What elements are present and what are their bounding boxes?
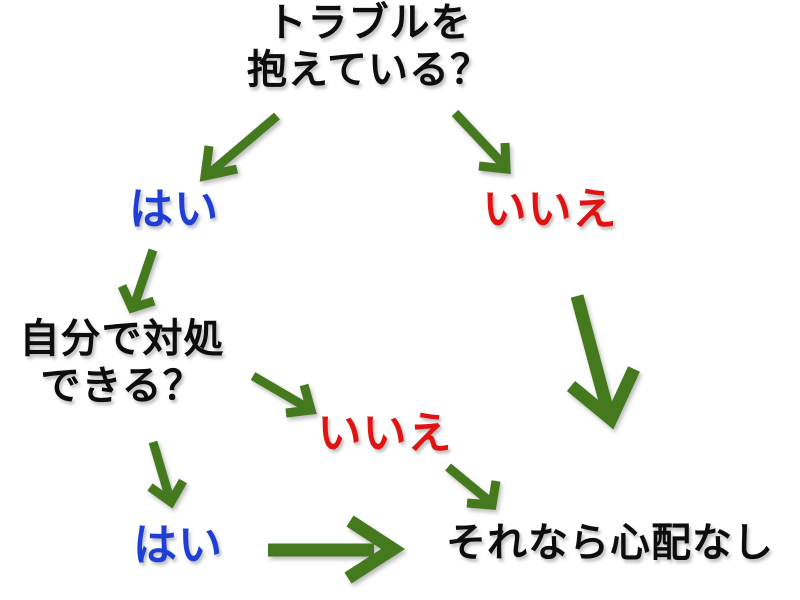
node-root-question: トラブルを 抱えている？ [247, 1, 491, 93]
arrow-no1-to-result [566, 294, 640, 430]
arrow-yes2-to-result [268, 515, 405, 584]
arrow-selfquestion-to-no2 [250, 372, 317, 418]
node-answer-yes-1: はい [129, 185, 219, 234]
node-answer-no-2: いいえ [317, 409, 453, 458]
arrow-no2-to-result [445, 463, 501, 510]
arrow-root-to-no1 [451, 109, 511, 175]
arrow-selfquestion-to-yes2 [147, 440, 187, 509]
node-answer-yes-2: はい [133, 521, 223, 570]
node-self-question: 自分で対処 できる？ [19, 317, 225, 409]
arrow-root-to-yes1 [199, 112, 280, 182]
node-answer-no-1: いいえ [482, 185, 618, 234]
arrow-yes1-to-selfquestion [117, 248, 158, 314]
node-result: それなら心配なし [446, 521, 774, 565]
